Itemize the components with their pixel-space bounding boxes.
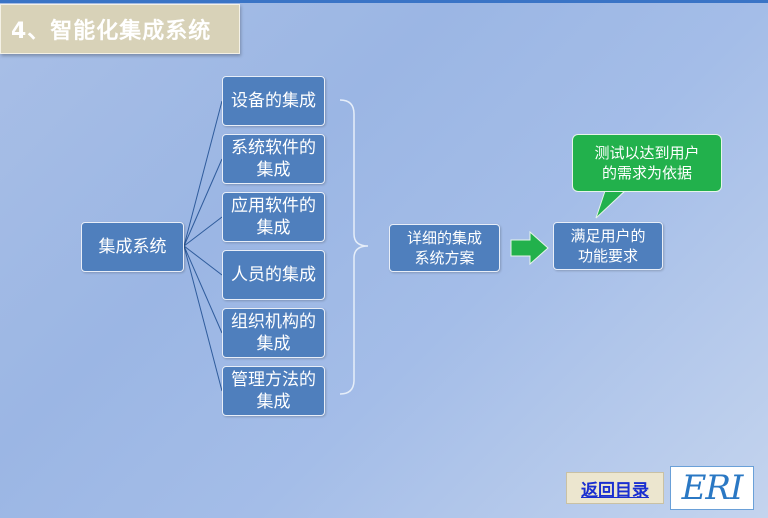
- goal-node: 满足用户的 功能要求: [553, 222, 663, 270]
- branch-6-line1: 管理方法的: [231, 370, 316, 390]
- branch-node-3: 应用软件的 集成: [222, 192, 325, 242]
- branch-node-1: 设备的集成: [222, 76, 325, 126]
- branch-2-line2: 集成: [256, 160, 291, 180]
- callout-line1: 测试以达到用户: [594, 144, 700, 162]
- connector-4: [183, 245, 223, 276]
- connector-2: [183, 158, 223, 247]
- goal-line1: 满足用户的: [570, 227, 646, 245]
- connector-1: [183, 100, 223, 247]
- branch-node-5: 组织机构的 集成: [222, 308, 325, 358]
- branch-node-2: 系统软件的 集成: [222, 134, 325, 184]
- branch-4-line1: 人员的集成: [231, 265, 316, 285]
- plan-line1: 详细的集成: [406, 229, 482, 247]
- branch-6-line2: 集成: [256, 392, 291, 412]
- branch-5-line2: 集成: [256, 334, 291, 354]
- goal-line2: 功能要求: [577, 247, 638, 265]
- right-arrow: [510, 230, 549, 266]
- branch-node-6: 管理方法的 集成: [222, 366, 325, 416]
- connector-6: [183, 245, 223, 392]
- return-to-contents-link[interactable]: 返回目录: [566, 472, 664, 504]
- logo-text: ERI: [681, 468, 744, 508]
- title-banner: 4、智能化集成系统: [0, 4, 240, 54]
- plan-line2: 系统方案: [414, 249, 475, 267]
- callout-bubble: 测试以达到用户 的需求为依据: [572, 134, 722, 192]
- branch-3-line1: 应用软件的: [231, 196, 316, 216]
- plan-node: 详细的集成 系统方案: [389, 224, 500, 272]
- branch-5-line1: 组织机构的: [231, 312, 316, 332]
- root-label: 集成系统: [98, 237, 167, 257]
- branch-1-line1: 设备的集成: [231, 91, 316, 111]
- connector-3: [183, 216, 223, 247]
- branch-3-line2: 集成: [256, 218, 291, 238]
- branch-node-4: 人员的集成: [222, 250, 325, 300]
- curly-brace: [339, 99, 369, 395]
- page-title: 4、智能化集成系统: [11, 19, 212, 44]
- eri-logo: ERI: [670, 466, 754, 510]
- top-accent-line: [0, 0, 768, 3]
- branch-2-line1: 系统软件的: [231, 138, 316, 158]
- connector-5: [183, 245, 223, 334]
- callout-line2: 的需求为依据: [601, 164, 692, 182]
- root-node: 集成系统: [81, 222, 184, 272]
